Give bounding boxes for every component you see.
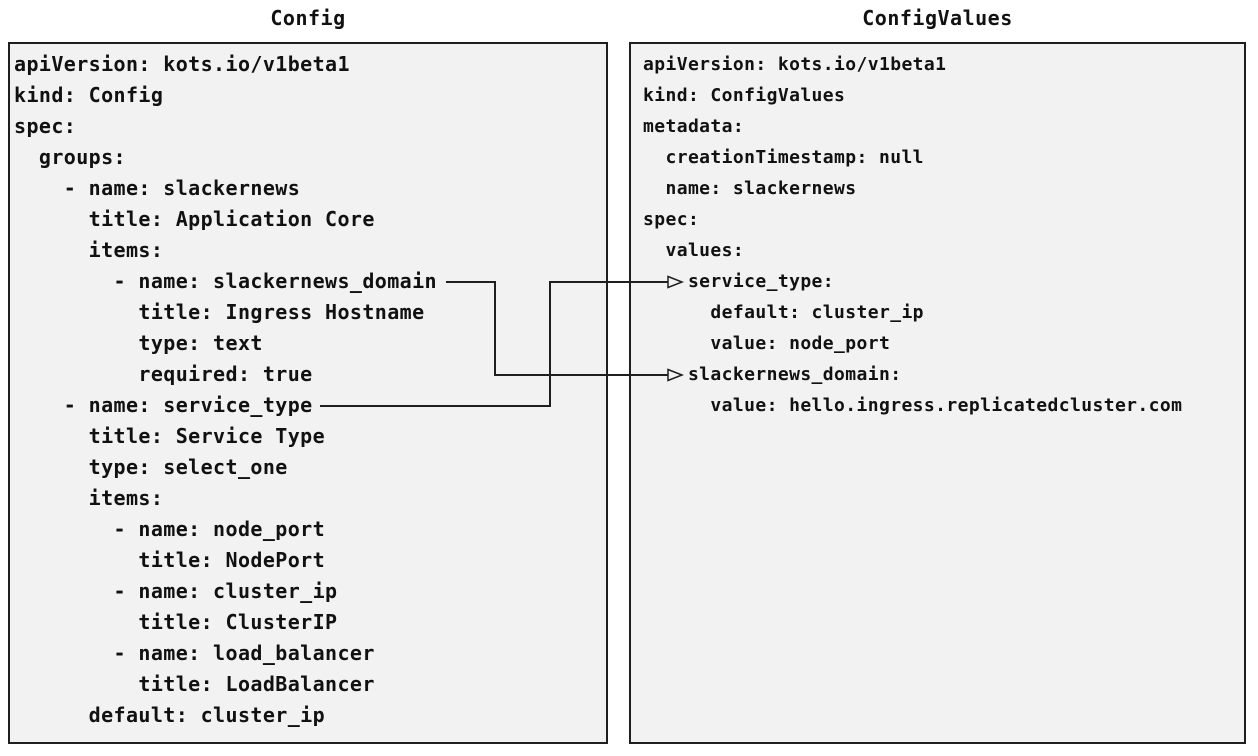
yaml-line: slackernews_domain:	[643, 364, 902, 385]
yaml-line: groups:	[14, 145, 126, 169]
yaml-line: creationTimestamp: null	[643, 147, 924, 168]
yaml-line: name: slackernews	[643, 178, 857, 199]
yaml-line: service_type:	[643, 271, 835, 292]
yaml-line: title: ClusterIP	[14, 610, 338, 634]
yaml-line: - name: node_port	[14, 517, 326, 541]
yaml-line: title: LoadBalancer	[14, 672, 375, 696]
configvalues-yaml-panel: apiVersion: kots.io/v1beta1 kind: ConfigV…	[629, 42, 1246, 744]
yaml-line: type: text	[14, 331, 263, 355]
yaml-line: value: node_port	[643, 333, 891, 354]
yaml-line: default: cluster_ip	[14, 703, 326, 727]
yaml-line: metadata:	[643, 116, 745, 137]
yaml-line: - name: load_balancer	[14, 641, 375, 665]
yaml-line: values:	[643, 240, 745, 261]
yaml-line: - name: slackernews	[14, 176, 301, 200]
config-panel-title: Config	[270, 6, 346, 30]
yaml-line: title: Ingress Hostname	[14, 300, 425, 324]
yaml-line: required: true	[14, 362, 313, 386]
yaml-line: title: Service Type	[14, 424, 326, 448]
yaml-line: kind: ConfigValues	[643, 85, 846, 106]
yaml-line: spec:	[643, 209, 700, 230]
yaml-line: title: NodePort	[14, 548, 326, 572]
yaml-line: - name: service_type	[14, 393, 313, 417]
config-yaml-panel: apiVersion: kots.io/v1beta1 kind: Config s…	[8, 42, 608, 744]
yaml-line: default: cluster_ip	[643, 302, 924, 323]
yaml-line: items:	[14, 486, 164, 510]
yaml-line: apiVersion: kots.io/v1beta1	[14, 52, 350, 76]
configvalues-panel-title: ConfigValues	[862, 6, 1013, 30]
yaml-line: title: Application Core	[14, 207, 375, 231]
yaml-line: value: hello.ingress.replicatedcluster.c…	[643, 395, 1183, 416]
yaml-line: kind: Config	[14, 83, 164, 107]
yaml-line: - name: cluster_ip	[14, 579, 338, 603]
yaml-line: - name: slackernews_domain	[14, 269, 437, 293]
yaml-line: type: select_one	[14, 455, 288, 479]
yaml-line: apiVersion: kots.io/v1beta1	[643, 54, 947, 75]
yaml-line: items:	[14, 238, 164, 262]
yaml-line: spec:	[14, 114, 77, 138]
